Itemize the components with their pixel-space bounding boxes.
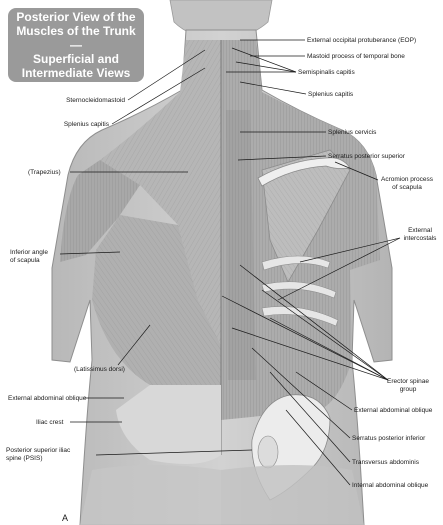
glutes bbox=[80, 465, 221, 525]
label-external-intercostals: External intercostals bbox=[398, 227, 442, 242]
label-splenius-capitis-left: Splenius capitis bbox=[20, 121, 109, 129]
label-sternocleidomastoid: Sternocleidomastoid bbox=[20, 97, 125, 105]
label-internal-abdominal-oblique: Internal abdominal oblique bbox=[352, 482, 428, 490]
label-serratus-posterior-inferior: Serratus posterior inferior bbox=[352, 435, 425, 443]
label-mastoid: Mastoid process of temporal bone bbox=[307, 53, 405, 61]
title-box: Posterior View of the Muscles of the Tru… bbox=[8, 8, 144, 82]
figure-title: Posterior View of the Muscles of the Tru… bbox=[12, 10, 140, 80]
label-trapezius: (Trapezius) bbox=[28, 169, 61, 177]
panel-letter: A bbox=[62, 513, 68, 523]
label-external-abdominal-oblique-right: External abdominal oblique bbox=[354, 407, 432, 415]
label-latissimus-dorsi: (Latissimus dorsi) bbox=[74, 366, 125, 374]
label-semispinalis-capitis: Semispinalis capitis bbox=[298, 69, 355, 77]
label-eop: External occipital protuberance (EOP) bbox=[307, 37, 416, 45]
label-splenius-cervicis: Splenius cervicis bbox=[328, 129, 376, 137]
label-inferior-angle-scapula: Inferior angle of scapula bbox=[10, 249, 48, 264]
sacrum-bone bbox=[258, 436, 278, 468]
label-iliac-crest: Iliac crest bbox=[36, 419, 63, 427]
label-external-abdominal-oblique-left: External abdominal oblique bbox=[8, 395, 86, 403]
label-erector-spinae-group: Erector spinae group bbox=[380, 378, 436, 393]
label-transversus-abdominis: Transversus abdominis bbox=[352, 459, 419, 467]
label-acromion-process: Acromion process of scapula bbox=[374, 176, 440, 191]
label-splenius-capitis-right: Splenius capitis bbox=[308, 91, 353, 99]
label-serratus-posterior-superior: Serratus posterior superior bbox=[328, 153, 405, 161]
label-psis: Posterior superior iliac spine (PSIS) bbox=[6, 447, 70, 462]
